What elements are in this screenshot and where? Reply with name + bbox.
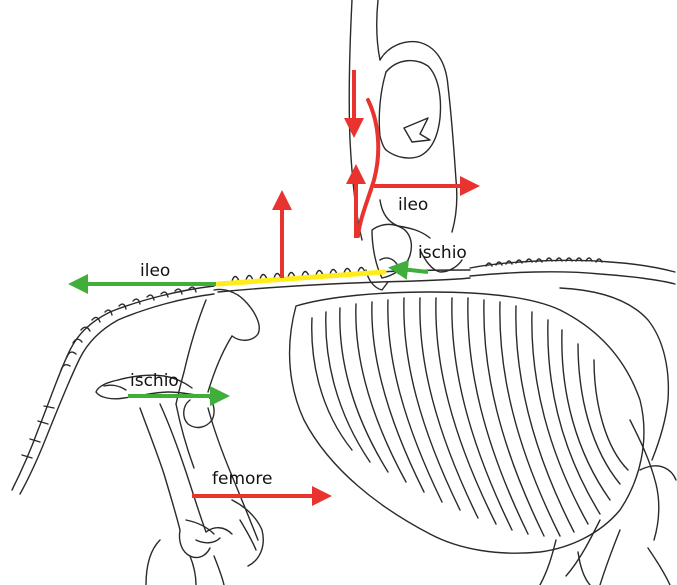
lower-pelvis-outline bbox=[96, 289, 263, 585]
label-femore: femore bbox=[212, 469, 272, 489]
label-ileo-left: ileo bbox=[140, 261, 170, 281]
ribcage-outline bbox=[290, 288, 676, 585]
label-ischio-upper: ischio bbox=[418, 243, 467, 263]
red-ilium-bracket bbox=[358, 100, 378, 236]
label-ischio-lower: ischio bbox=[130, 371, 179, 391]
spine-outline bbox=[12, 258, 675, 494]
label-ileo-upper: ileo bbox=[398, 195, 428, 215]
